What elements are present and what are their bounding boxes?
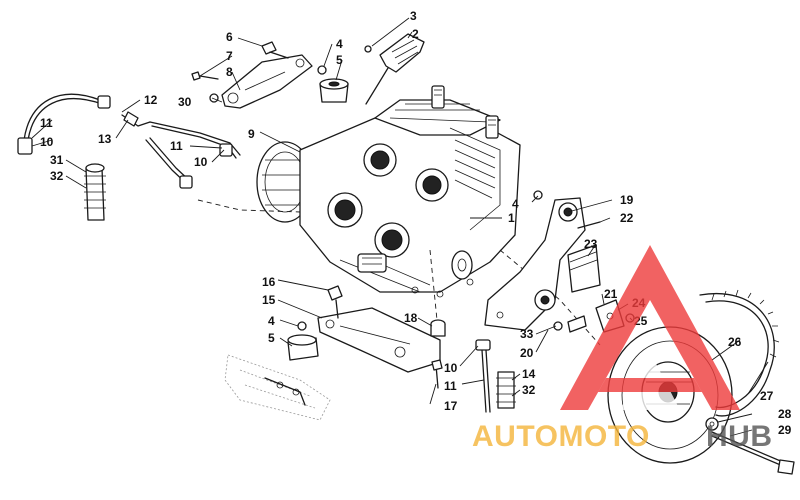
callout-28: 28 (778, 407, 792, 421)
engine-mount-bracket-top (221, 54, 313, 109)
callout-7: 7 (226, 49, 233, 63)
watermark: AUTOMOTO HUB (472, 245, 773, 453)
callout-21: 21 (604, 287, 618, 301)
engine-assembly (256, 85, 521, 298)
callout-16: 16 (262, 275, 276, 289)
clutch-bolt (705, 417, 795, 475)
spacer (430, 319, 446, 337)
watermark-prefix: AUTOMOTO (472, 420, 650, 453)
lift-handle (364, 33, 425, 105)
callout-23: 23 (584, 237, 598, 251)
callout-26: 26 (728, 335, 742, 349)
callout-6: 6 (226, 30, 233, 44)
bolts-top (191, 41, 289, 103)
callout-27: 27 (760, 389, 774, 403)
spring-lower (496, 371, 516, 409)
triangle-a-logo (560, 245, 740, 410)
callout-11-lower: 11 (444, 379, 457, 393)
rubber-mount-top (317, 65, 349, 103)
assembly-guide-lines (197, 199, 601, 346)
watermark-suffix: HUB (706, 420, 773, 453)
callout-11-mid: 11 (170, 139, 183, 153)
callout-8: 8 (226, 65, 233, 79)
callout-22: 22 (620, 211, 634, 225)
callout-17: 17 (444, 399, 458, 413)
callout-18: 18 (404, 311, 418, 325)
callout-19: 19 (620, 193, 634, 207)
callout-labels: 1 2 3 4 4 4 5 5 6 7 8 9 10 10 10 11 11 1… (40, 9, 792, 437)
leader-lines (31, 17, 769, 437)
callout-5-top: 5 (336, 53, 343, 67)
fuel-line-lower (475, 339, 491, 413)
callout-30: 30 (178, 95, 192, 109)
callout-31: 31 (50, 153, 64, 167)
callout-3: 3 (410, 9, 417, 23)
fuel-fitting-left (84, 163, 106, 221)
callout-33: 33 (520, 327, 534, 341)
rubber-mount-lower (287, 321, 319, 361)
callout-32-lower: 32 (522, 383, 536, 397)
callout-4-right: 4 (512, 197, 519, 211)
callout-10-mid: 10 (194, 155, 208, 169)
callout-29: 29 (778, 423, 792, 437)
callout-13: 13 (98, 132, 112, 146)
callout-32-left: 32 (50, 169, 64, 183)
callout-12: 12 (144, 93, 158, 107)
callout-14: 14 (522, 367, 536, 381)
electric-module (567, 244, 601, 293)
callout-11-left: 11 (40, 116, 53, 130)
logo-crossbar (598, 378, 702, 392)
bolt-17 (431, 359, 443, 389)
chassis-ghost (224, 354, 331, 421)
engine-mount-plate-lower (317, 285, 441, 373)
callout-4-top: 4 (336, 37, 343, 51)
logo-triangle-outer (560, 245, 740, 410)
callout-10-lower: 10 (444, 361, 458, 375)
callout-20: 20 (520, 346, 534, 360)
callout-2: 2 (412, 27, 419, 41)
callout-5-lower: 5 (268, 331, 275, 345)
callout-4-lower: 4 (268, 314, 275, 328)
callout-15: 15 (262, 293, 276, 307)
callout-10-left: 10 (40, 135, 54, 149)
callout-1: 1 (508, 211, 515, 225)
callout-9: 9 (248, 127, 255, 141)
fuel-lines (17, 93, 241, 189)
